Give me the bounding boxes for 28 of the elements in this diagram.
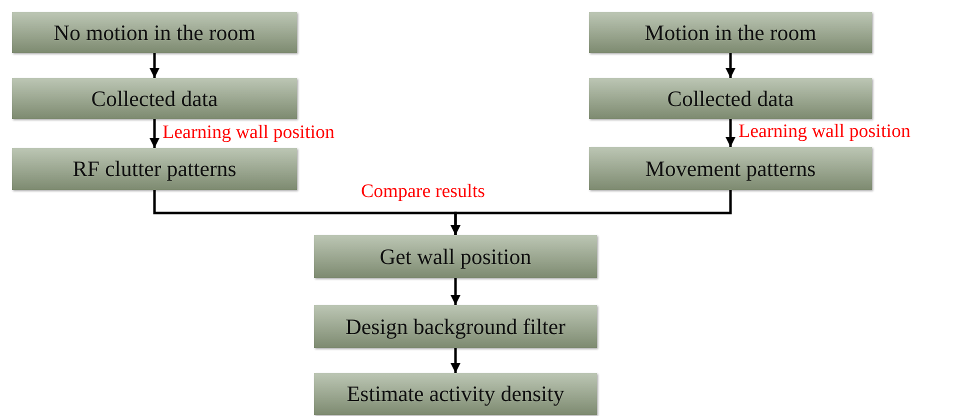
box-label: Collected data — [667, 86, 794, 112]
process-box — [589, 12, 872, 53]
edge-label: Learning wall position — [738, 122, 911, 143]
arrow — [450, 278, 460, 305]
edge-label: Learning wall position — [162, 122, 335, 144]
process-box — [314, 373, 597, 415]
arrow — [450, 348, 460, 373]
box-label: Movement patterns — [645, 156, 816, 182]
box-label: Get wall position — [380, 244, 532, 270]
box-label: Motion in the room — [644, 20, 816, 46]
box-label: Design background filter — [346, 314, 566, 340]
process-box — [12, 78, 297, 119]
arrow — [450, 190, 732, 235]
box-label: RF clutter patterns — [72, 156, 236, 182]
arrow — [726, 53, 736, 78]
arrow — [726, 119, 736, 147]
process-box — [12, 148, 297, 190]
process-box — [589, 78, 872, 119]
process-box — [314, 305, 597, 348]
process-box — [589, 147, 872, 190]
box-label: Collected data — [91, 86, 218, 112]
box-label: No motion in the room — [54, 20, 256, 46]
note-text: Compare results — [361, 182, 486, 203]
box-label: Estimate activity density — [346, 381, 564, 407]
arrow — [150, 119, 160, 148]
process-box — [12, 12, 297, 53]
arrow — [150, 53, 160, 78]
process-box — [314, 235, 597, 278]
